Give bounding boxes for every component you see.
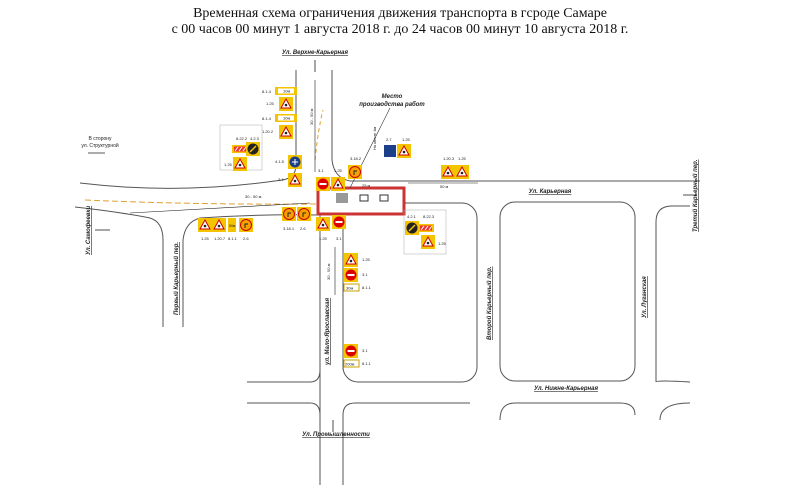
distance-west: 30 - 50 м <box>245 194 262 199</box>
street-luganskaya: Ул. Луганская <box>642 276 648 318</box>
work-zone <box>316 186 406 216</box>
street-malo-yaroslavskaya: ул. Мало-Ярославская <box>325 297 331 366</box>
sign-group-east: 4.2.1 8.22.3 1.25 <box>403 209 447 255</box>
work-site-label-1: Место <box>382 94 403 100</box>
svg-text:1.25: 1.25 <box>224 162 233 167</box>
svg-text:4.2.3: 4.2.3 <box>250 136 260 141</box>
direction-label-1: В сторону <box>88 136 112 142</box>
street-tretiy-karerniy: Третий Карьерный пер. <box>692 159 699 232</box>
svg-text:10м: 10м <box>283 116 290 121</box>
svg-text:2.7: 2.7 <box>386 137 392 142</box>
svg-text:1.25: 1.25 <box>458 156 467 161</box>
svg-text:3.1: 3.1 <box>362 272 368 277</box>
svg-text:1.25: 1.25 <box>402 137 411 142</box>
dimension-lines <box>129 80 478 295</box>
svg-text:8.1.1: 8.1.1 <box>362 285 372 290</box>
distance-north: 30 - 50 м <box>309 108 314 125</box>
svg-text:200м: 200м <box>345 362 355 367</box>
svg-text:10м: 10м <box>283 89 290 94</box>
svg-text:1.20.2: 1.20.2 <box>262 129 274 134</box>
svg-text:3.18.1: 3.18.1 <box>283 226 295 231</box>
svg-text:1.25: 1.25 <box>438 241 447 246</box>
svg-text:1.25: 1.25 <box>334 168 343 173</box>
svg-text:2.6: 2.6 <box>300 226 306 231</box>
svg-text:2.6: 2.6 <box>243 236 249 241</box>
sign-group-south: 1.25 3.1 1.25 3.1 30м 8.1.1 3.1 200м 8.1.… <box>315 215 372 368</box>
work-site-label-2: производства работ <box>359 101 425 108</box>
street-promyshlennosti: Ул. Промышленности <box>302 432 370 438</box>
svg-text:1.25: 1.25 <box>266 101 275 106</box>
street-perviy-karerniy: Первый Карьерный пер. <box>173 242 180 315</box>
svg-text:1.25: 1.25 <box>362 257 371 262</box>
title-line-1: Временная схема ограничения движения тра… <box>193 6 607 21</box>
svg-text:3.1: 3.1 <box>362 348 368 353</box>
direction-label-2: ул. Структурной <box>81 142 119 149</box>
svg-text:1.25: 1.25 <box>319 236 328 241</box>
svg-text:30м: 30м <box>346 286 353 291</box>
street-vtoroy-karerniy: Второй Карьерный пер. <box>486 266 493 340</box>
svg-text:1.25: 1.25 <box>201 236 210 241</box>
svg-text:2.4: 2.4 <box>278 177 284 182</box>
street-verkhne-karernaya: Ул. Верхне-Карьерная <box>282 50 349 56</box>
svg-text:8.22.2: 8.22.2 <box>236 136 248 141</box>
svg-text:1.20.7: 1.20.7 <box>214 236 226 241</box>
sign-group-west: 50м 1.25 1.20.7 8.1.1 2.6 3.18.1 2.6 <box>197 206 312 241</box>
svg-text:1.20.3: 1.20.3 <box>443 156 455 161</box>
title-line-2: с 00 часов 00 минут 1 августа 2018 г. до… <box>171 22 629 37</box>
svg-text:3.1: 3.1 <box>336 236 342 241</box>
svg-text:3.18.2: 3.18.2 <box>350 156 362 161</box>
svg-text:8.1.1: 8.1.1 <box>362 361 372 366</box>
svg-text:4.1.5: 4.1.5 <box>275 159 285 164</box>
svg-text:8.22.3: 8.22.3 <box>423 214 435 219</box>
street-samofeevki: Ул. Самофеевки <box>85 206 92 255</box>
distance-site: 25 м <box>362 183 371 188</box>
svg-text:8.1.1: 8.1.1 <box>228 236 238 241</box>
svg-text:4.2.1: 4.2.1 <box>407 214 417 219</box>
direction-arrows <box>88 60 696 432</box>
svg-text:3.1: 3.1 <box>318 168 324 173</box>
svg-text:8.1.4: 8.1.4 <box>262 89 272 94</box>
road-network <box>74 70 700 485</box>
street-nizhne-karernaya: Ул. Нижне-Карьерная <box>534 386 598 392</box>
svg-text:8.1.4: 8.1.4 <box>262 116 272 121</box>
svg-text:50м: 50м <box>229 224 236 228</box>
sign-group-north: 10м 8.1.4 1.25 10м 8.1.4 1.20.2 4.1.5 2.… <box>262 87 303 188</box>
street-karernaya: Ул. Карьерная <box>529 189 572 195</box>
distance-on-site: На месте 4м <box>372 126 377 150</box>
distance-east: 50 м <box>440 184 449 189</box>
distance-south: 30 - 50 м <box>326 263 331 280</box>
